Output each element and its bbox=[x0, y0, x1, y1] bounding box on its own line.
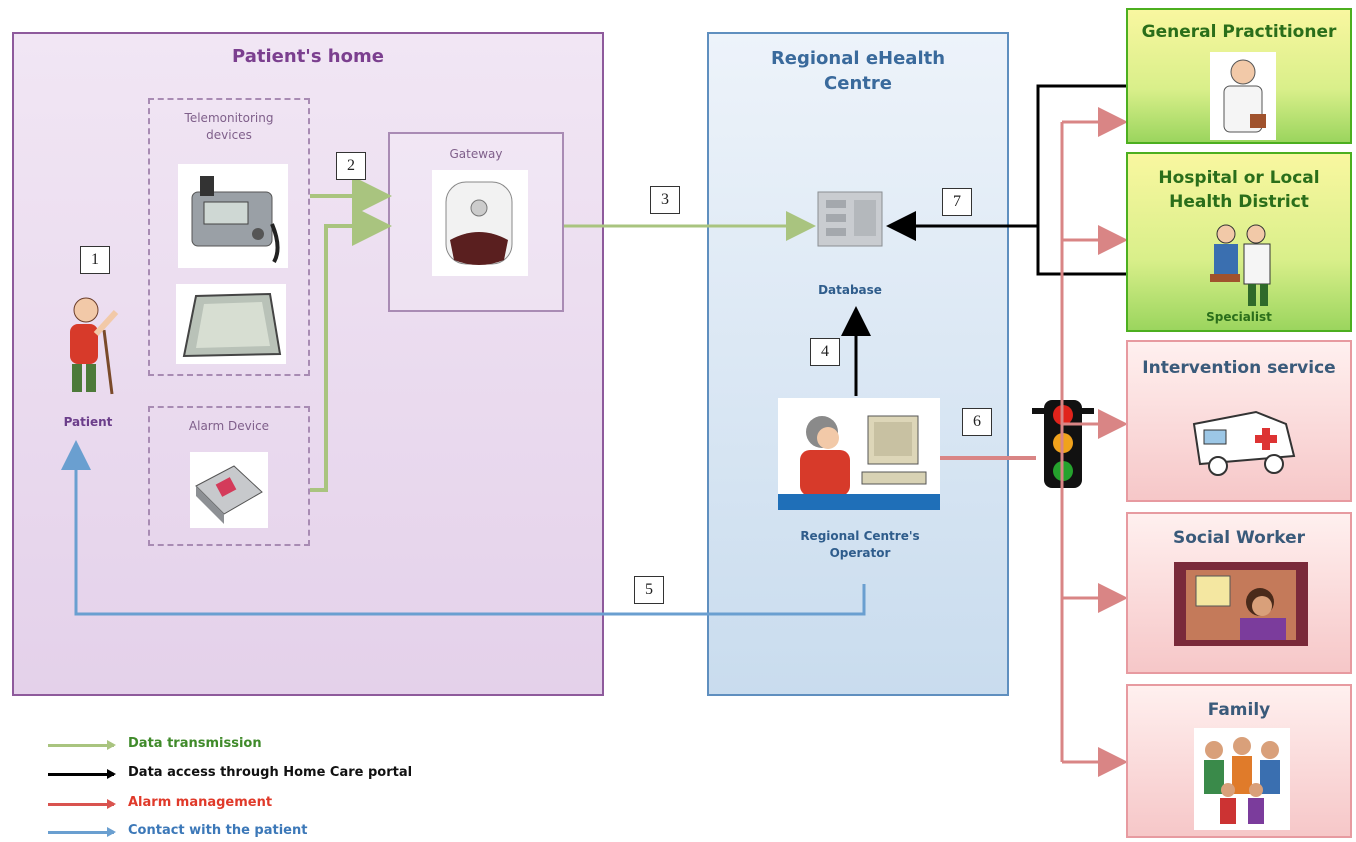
step-2-box: 2 bbox=[336, 152, 366, 180]
general-practitioner-box: General Practitioner bbox=[1126, 8, 1352, 144]
ehealth-centre-title: Regional eHealth Centre bbox=[770, 48, 946, 94]
legend-label: Alarm management bbox=[128, 795, 273, 810]
intervention-service-title: Intervention service bbox=[1142, 358, 1336, 378]
intervention-service-box: Intervention service bbox=[1126, 340, 1352, 502]
legend-label: Contact with the patient bbox=[128, 823, 308, 838]
arrow-alarm-to-gateway bbox=[310, 206, 392, 492]
social-worker-box: Social Worker bbox=[1126, 512, 1352, 674]
telemonitoring-devices-group bbox=[148, 98, 310, 376]
legend-swatch bbox=[48, 799, 116, 809]
doctor-icon bbox=[1210, 52, 1276, 140]
patient-icon bbox=[46, 290, 130, 400]
hospital-box: Hospital or Local Health District Specia… bbox=[1126, 152, 1352, 332]
legend-label: Data access through Home Care portal bbox=[128, 765, 413, 780]
legend-swatch bbox=[48, 827, 116, 837]
gateway-label: Gateway bbox=[449, 147, 503, 161]
alarm-device-label: Alarm Device bbox=[188, 419, 270, 433]
ambulance-icon bbox=[1192, 410, 1296, 476]
arrow-operator-to-patient bbox=[61, 440, 866, 616]
step-7-box: 7 bbox=[942, 188, 972, 216]
step-1-box: 1 bbox=[80, 246, 110, 274]
arrow-physicians-to-database bbox=[892, 84, 1128, 276]
legend-label: Data transmission bbox=[128, 736, 262, 751]
patients-home-title: Patient's home bbox=[232, 46, 384, 67]
legend-swatch bbox=[48, 769, 116, 779]
social-worker-title: Social Worker bbox=[1172, 528, 1305, 548]
specialist-icon bbox=[1210, 224, 1271, 306]
hospital-title: Hospital or Local Health District bbox=[1158, 168, 1320, 212]
step-5-box: 5 bbox=[634, 576, 664, 604]
ehealth-centre-region bbox=[707, 32, 1009, 696]
specialist-label: Specialist bbox=[1206, 310, 1272, 324]
gateway-device-icon bbox=[432, 170, 528, 276]
monitor-device-icon bbox=[178, 164, 288, 268]
telemonitoring-devices-label: Telemonitoring devices bbox=[184, 111, 274, 142]
family-icon bbox=[1194, 728, 1290, 830]
family-title: Family bbox=[1207, 700, 1271, 720]
operator-label: Regional Centre's Operator bbox=[800, 529, 920, 560]
alarm-device-group bbox=[148, 406, 310, 546]
social-worker-icon bbox=[1174, 562, 1308, 646]
family-box: Family bbox=[1126, 684, 1352, 838]
general-practitioner-title: General Practitioner bbox=[1141, 22, 1337, 42]
alarm-button-icon bbox=[190, 452, 268, 528]
step-4-box: 4 bbox=[810, 338, 840, 366]
step-3-box: 3 bbox=[650, 186, 680, 214]
scale-device-icon bbox=[176, 284, 286, 364]
legend-swatch bbox=[48, 740, 116, 750]
patient-label: Patient bbox=[63, 415, 113, 429]
operator-icon bbox=[778, 398, 940, 510]
step-6-box: 6 bbox=[962, 408, 992, 436]
database-label: Database bbox=[818, 283, 882, 297]
